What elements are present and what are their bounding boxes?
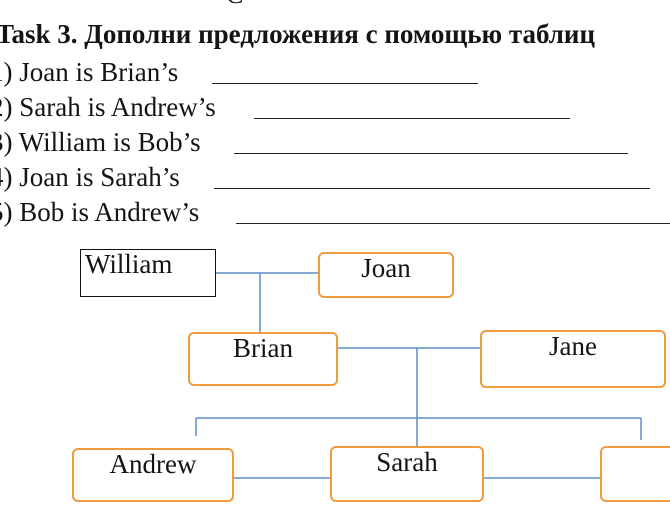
tree-box-jane: Jane: [480, 330, 666, 388]
answer-blank-5: [236, 223, 670, 224]
sentence-line-4: 4) Joan is Sarah’s: [0, 161, 650, 193]
answer-blank-4: [214, 188, 650, 189]
task-title: Task 3. Дополни предложения с помощью та…: [0, 19, 596, 49]
sentence-text-3: 3) William is Bob’s: [0, 127, 201, 157]
tree-box-andrew: Andrew: [72, 448, 234, 502]
tree-box-william: William: [80, 249, 216, 297]
tree-label-sarah: Sarah: [376, 447, 438, 477]
sentence-line-3: 3) William is Bob’s: [0, 126, 628, 158]
tree-box-brian: Brian: [188, 332, 338, 386]
sentence-line-2: 2) Sarah is Andrew’s: [0, 91, 570, 123]
tree-box-joan: Joan: [318, 252, 454, 298]
sentence-line-1: 1) Joan is Brian’s: [0, 56, 478, 88]
sentence-text-5: 5) Bob is Andrew’s: [0, 197, 200, 227]
tree-label-jane: Jane: [549, 331, 597, 361]
sentence-text-1: 1) Joan is Brian’s: [0, 57, 179, 87]
tree-label-william: William: [85, 249, 173, 279]
sentence-text-2: 2) Sarah is Andrew’s: [0, 92, 216, 122]
tree-label-andrew: Andrew: [109, 449, 197, 479]
page-top-fragment: С: [226, 0, 243, 8]
answer-blank-1: [212, 83, 478, 84]
answer-blank-2: [254, 118, 570, 119]
sentence-text-4: 4) Joan is Sarah’s: [0, 162, 180, 192]
tree-box-sarah: Sarah: [330, 446, 484, 502]
tree-box-third: [600, 446, 670, 502]
tree-label-brian: Brian: [233, 333, 293, 363]
answer-blank-3: [234, 153, 628, 154]
tree-label-joan: Joan: [361, 253, 411, 283]
sentence-line-5: 5) Bob is Andrew’s: [0, 196, 670, 228]
